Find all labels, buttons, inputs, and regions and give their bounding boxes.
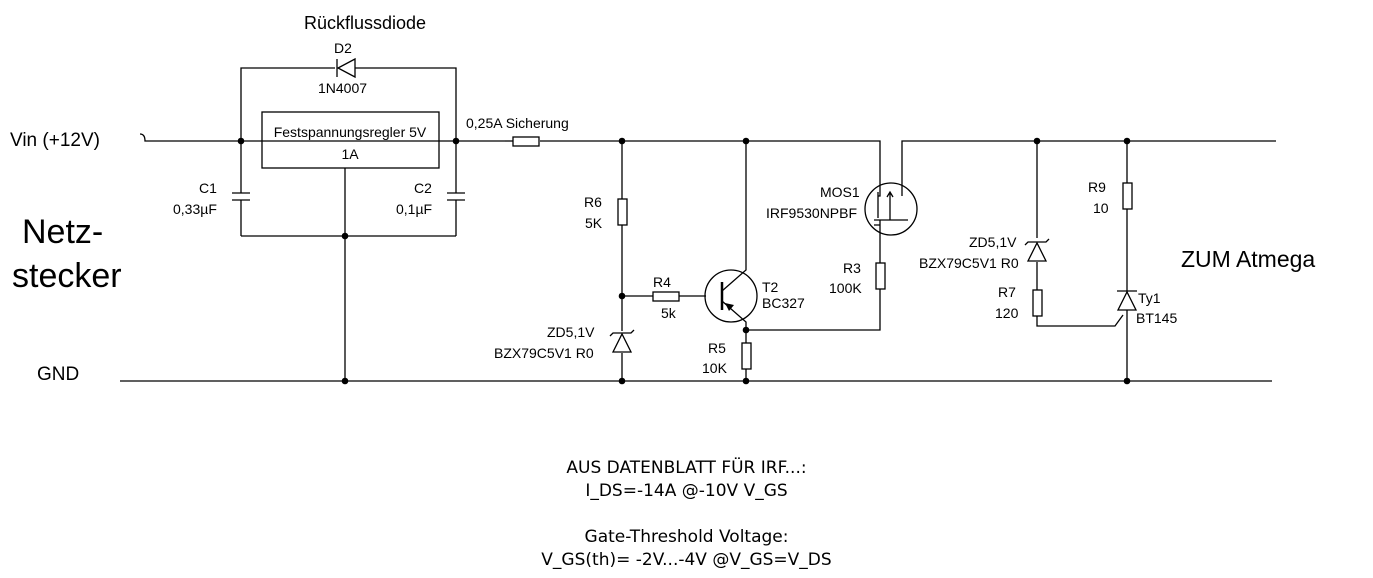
r4-value: 5k: [661, 305, 677, 321]
gnd-label: GND: [37, 364, 79, 385]
d2-bypass-wire: [240, 67, 457, 141]
junction-dot: [341, 232, 349, 240]
junction-dot: [341, 377, 349, 385]
rueckflussdiode-label: Rückflussdiode: [304, 13, 426, 33]
c2-name: C2: [414, 180, 432, 196]
datasheet-note-line4: V_GS(th)= -2V...-4V @V_GS=V_DS: [541, 550, 832, 570]
rail-after-fuse: [540, 140, 881, 178]
voltage-regulator: [261, 111, 440, 169]
d2-part: 1N4007: [318, 80, 367, 96]
zd-left-symbol: [611, 332, 633, 353]
c1-value: 0,33µF: [173, 201, 217, 217]
d2-diode-symbol: [336, 57, 356, 79]
ty1-part: BT145: [1136, 310, 1177, 326]
d2-name: D2: [334, 40, 352, 56]
rail-mos-drain: [901, 140, 1276, 178]
junction-dot: [1033, 137, 1041, 145]
c2-value: 0,1µF: [396, 201, 432, 217]
junction-dot: [742, 326, 750, 334]
junction-dot: [618, 377, 626, 385]
r5-name: R5: [708, 340, 726, 356]
datasheet-note-line1: AUS DATENBLATT FÜR IRF...:: [566, 458, 807, 478]
r5-resistor: [741, 342, 752, 370]
junction-dot: [1123, 137, 1131, 145]
t2-transistor-body: [704, 269, 758, 323]
r5-value: 10K: [702, 360, 728, 376]
mos1-part: IRF9530NPBF: [766, 205, 857, 221]
zum-atmega-label: ZUM Atmega: [1181, 246, 1315, 272]
vin-label: Vin (+12V): [10, 130, 100, 151]
r3-name: R3: [843, 260, 861, 276]
r3-value: 100K: [829, 280, 862, 296]
zd-right-name: ZD5,1V: [969, 234, 1017, 250]
t2-emitter-arrow: [725, 303, 734, 311]
zd-right-cathode-bar: [1024, 238, 1050, 246]
r9-value: 10: [1093, 200, 1109, 216]
r6-resistor: [617, 198, 628, 226]
junction-dot: [742, 137, 750, 145]
zd-left-part: BZX79C5V1 R0: [494, 345, 594, 361]
r9-resistor: [1122, 182, 1133, 210]
ty1-thyristor-symbol: [1116, 290, 1138, 311]
t2-name: T2: [762, 279, 779, 295]
r6-name: R6: [584, 194, 602, 210]
r3-resistor: [875, 262, 886, 290]
fuse-symbol: [512, 136, 540, 147]
junction-dot: [742, 377, 750, 385]
fuse-label: 0,25A Sicherung: [466, 115, 569, 131]
c1-name: C1: [199, 180, 217, 196]
datasheet-note-line2: I_DS=-14A @-10V V_GS: [585, 481, 788, 501]
zd-left-cathode-bar: [609, 329, 635, 337]
datasheet-note-line3: Gate-Threshold Voltage:: [584, 527, 789, 547]
r9-name: R9: [1088, 179, 1106, 195]
mos1-channel: [874, 178, 908, 234]
junction-dot: [237, 137, 245, 145]
mos1-name: MOS1: [820, 184, 860, 200]
junction-dot: [618, 137, 626, 145]
junction-dot: [1123, 377, 1131, 385]
zd-right-part: BZX79C5V1 R0: [919, 255, 1019, 271]
r4-resistor: [652, 291, 680, 302]
r7-name: R7: [998, 284, 1016, 300]
zd-right-wires: [1036, 141, 1124, 327]
zd-right-symbol: [1026, 241, 1048, 262]
r4-name: R4: [653, 274, 671, 290]
regulator-label-line1: Festspannungsregler 5V: [274, 124, 427, 140]
regulator-label-line2: 1A: [341, 146, 359, 162]
zd-left-name: ZD5,1V: [547, 324, 595, 340]
t2-to-r3-wire: [746, 289, 881, 331]
netz-label-line1: Netz-: [22, 213, 103, 251]
r6-value: 5K: [585, 215, 603, 231]
junction-dot: [618, 292, 626, 300]
vin-rail: [139, 133, 505, 142]
r7-value: 120: [995, 305, 1019, 321]
junction-dot: [452, 137, 460, 145]
t2-part: BC327: [762, 295, 805, 311]
t2-collector: [721, 141, 747, 292]
r7-resistor: [1032, 289, 1043, 317]
mos1-body-arrow: [886, 190, 894, 220]
netz-label-line2: stecker: [12, 257, 122, 295]
ty1-name: Ty1: [1138, 290, 1161, 306]
mos1-symbol-body: [864, 182, 918, 236]
